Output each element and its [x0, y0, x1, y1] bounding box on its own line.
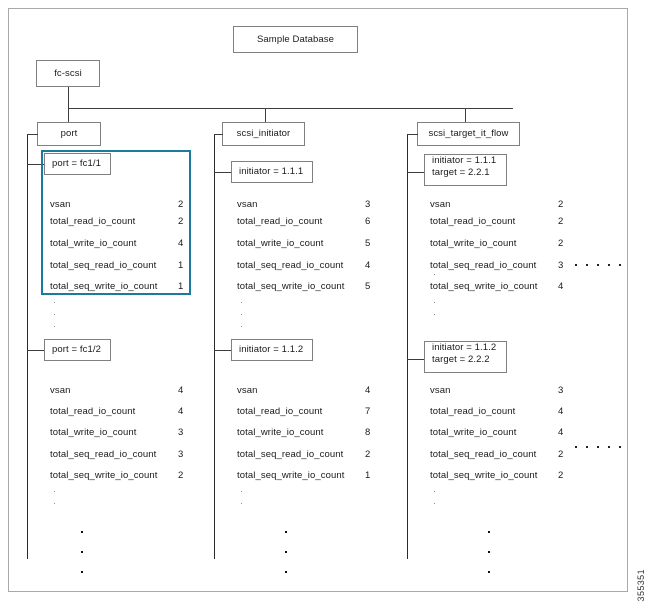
node-scsi-target-it-flow: scsi_target_it_flow [417, 122, 520, 146]
attr-row: total_read_io_count 2 [430, 216, 564, 227]
group-key-line2: target = 2.2.1 [432, 166, 490, 178]
vertical-ellipsis [434, 302, 435, 326]
attr-row: vsan 4 [50, 385, 184, 396]
vertical-ellipsis [241, 302, 242, 338]
connector-drop-scsi-initiator [265, 108, 266, 122]
attr-row: vsan 2 [430, 199, 564, 210]
attr-row: total_seq_write_io_count 1 [50, 281, 184, 292]
connector-trunk-itflow-2 [407, 359, 424, 360]
attr-row: total_write_io_count 2 [430, 238, 564, 249]
attr-row: total_seq_read_io_count 4 [237, 260, 371, 271]
group-key-line1: initiator = 1.1.1 [432, 155, 497, 166]
node-fc-scsi: fc-scsi [36, 60, 100, 87]
attr-row: total_read_io_count 4 [50, 406, 184, 417]
horizontal-ellipsis [575, 446, 630, 448]
attr-row: total_seq_read_io_count 2 [430, 449, 564, 460]
attr-row: total_write_io_count 3 [50, 427, 184, 438]
connector-trunk-port-fc1-1 [27, 164, 44, 165]
vertical-ellipsis-bottom [285, 531, 287, 591]
attr-row: total_read_io_count 2 [50, 216, 184, 227]
group-key-port-fc1-1: port = fc1/1 [44, 153, 111, 175]
group-key-line2: target = 2.2.2 [432, 353, 490, 365]
connector-drop-port [68, 108, 69, 122]
connector-bus [68, 108, 513, 109]
figure-id-label: 355351 [636, 568, 646, 601]
horizontal-ellipsis [575, 264, 630, 266]
attr-row: total_seq_write_io_count 4 [430, 281, 564, 292]
node-port: port [37, 122, 101, 146]
node-scsi-initiator: scsi_initiator [222, 122, 305, 146]
root-node-sample-database: Sample Database [233, 26, 358, 53]
diagram-frame: Sample Database fc-scsi port scsi_initia… [8, 8, 628, 592]
attr-row: total_seq_read_io_count 1 [50, 260, 184, 271]
group-key-initiator-1-1-2: initiator = 1.1.2 [231, 339, 313, 361]
group-key-port-fc1-2: port = fc1/2 [44, 339, 111, 361]
attr-row: total_seq_write_io_count 5 [237, 281, 371, 292]
vertical-ellipsis-bottom [488, 531, 490, 591]
vertical-ellipsis [434, 274, 435, 286]
connector-drop-scsi-target-it-flow [465, 108, 466, 122]
attr-row: vsan 3 [237, 199, 371, 210]
attr-row: total_read_io_count 7 [237, 406, 371, 417]
group-key-initiator-1-1-1: initiator = 1.1.1 [231, 161, 313, 183]
attr-row: total_seq_write_io_count 2 [430, 470, 564, 481]
group-key-itflow-1: initiator = 1.1.1 target = 2.2.1 [424, 154, 507, 186]
connector-trunk-port-fc1-2 [27, 350, 44, 351]
connector-trunk-itflow-1 [407, 172, 424, 173]
attr-row: total_seq_read_io_count 2 [237, 449, 371, 460]
connector-scsi-target-header-trunk [407, 134, 418, 135]
attr-row: total_read_io_count 6 [237, 216, 371, 227]
vertical-ellipsis [54, 491, 55, 515]
attr-row: total_read_io_count 4 [430, 406, 564, 417]
vertical-ellipsis-bottom [81, 531, 83, 591]
connector-scsi-initiator-header-trunk [214, 134, 223, 135]
attr-row: total_write_io_count 5 [237, 238, 371, 249]
column-trunk-scsi-initiator [214, 134, 215, 559]
connector-port-header-trunk [27, 134, 38, 135]
attr-row: total_seq_write_io_count 2 [50, 470, 184, 481]
attr-row: total_write_io_count 4 [430, 427, 564, 438]
attr-row: vsan 2 [50, 199, 184, 210]
attr-row: total_seq_write_io_count 1 [237, 470, 371, 481]
connector-trunk-initiator-1-1-2 [214, 350, 231, 351]
attr-row: total_seq_read_io_count 3 [430, 260, 564, 271]
attr-row: vsan 4 [237, 385, 371, 396]
attr-row: vsan 3 [430, 385, 564, 396]
attr-row: total_write_io_count 4 [50, 238, 184, 249]
attr-row: total_write_io_count 8 [237, 427, 371, 438]
connector-fcscsi-down [68, 87, 69, 108]
column-trunk-port [27, 134, 28, 559]
group-key-itflow-2: initiator = 1.1.2 target = 2.2.2 [424, 341, 507, 373]
group-key-line1: initiator = 1.1.2 [432, 342, 497, 353]
vertical-ellipsis [54, 302, 55, 338]
connector-trunk-initiator-1-1-1 [214, 172, 231, 173]
column-trunk-scsi-target-it-flow [407, 134, 408, 559]
attr-row: total_seq_read_io_count 3 [50, 449, 184, 460]
vertical-ellipsis [434, 491, 435, 515]
vertical-ellipsis [241, 491, 242, 515]
